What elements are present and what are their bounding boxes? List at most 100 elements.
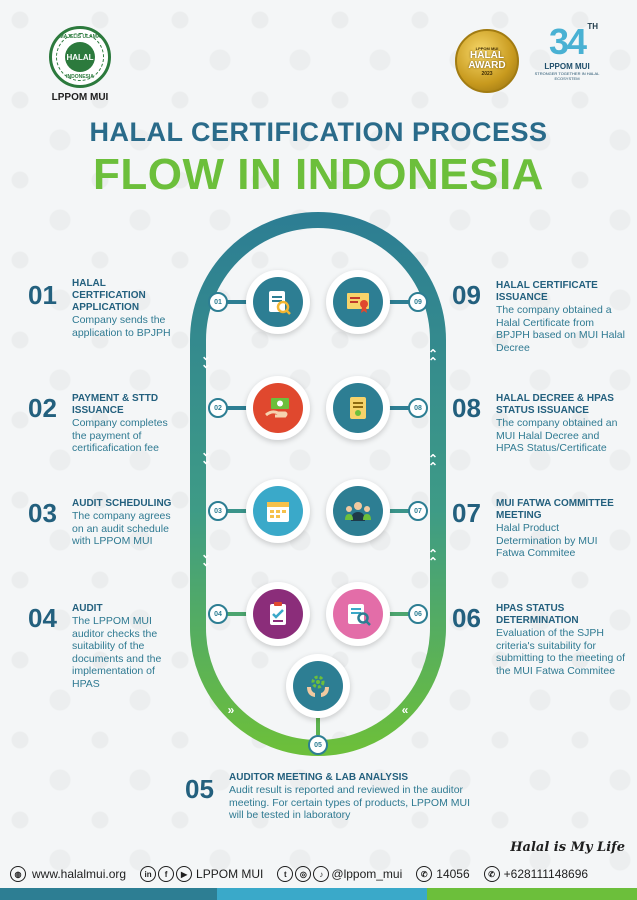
anniversary-logo: TH 34 LPPOM MUI STRONGER TOGETHER IN HAL…	[532, 21, 602, 82]
badge-07: 07	[408, 501, 428, 521]
badge-05: 05	[308, 735, 328, 755]
clipboard-check-icon	[253, 589, 303, 639]
step-heading: HPAS STATUS DETERMINATION	[496, 603, 579, 626]
step-03-node	[246, 479, 310, 543]
badge-03: 03	[208, 501, 228, 521]
step-description: Company completes the payment of certifi…	[72, 417, 168, 454]
step-description: Audit result is reported and reviewed in…	[229, 784, 471, 821]
step-04-node	[246, 582, 310, 646]
step-04-text: 04 AUDIT The LPPOM MUI auditor checks th…	[28, 603, 178, 690]
step-06-node	[326, 582, 390, 646]
website-link[interactable]: www.halalmui.org	[32, 867, 127, 881]
social-name[interactable]: LPPOM MUI	[196, 867, 264, 881]
whatsapp-number[interactable]: +628111148696	[503, 867, 589, 881]
document-search-icon	[333, 589, 383, 639]
step-08-text: 08 HALAL DECREE & HPAS STATUS ISSUANCE T…	[452, 393, 627, 455]
step-heading: PAYMENT & STTD ISSUANCE	[72, 393, 159, 416]
badge-09: 09	[408, 292, 428, 312]
step-description: The company obtained a Halal Certificate…	[496, 304, 625, 354]
chevron-up-icon: ⌃⌃	[427, 347, 439, 369]
step-number: 08	[452, 393, 481, 423]
chevron-down-icon: ⌄⌄	[200, 445, 212, 467]
step-heading: AUDIT	[72, 603, 103, 614]
mui-seal-icon: MAJELIS ULAMA HALAL INDONESIA	[49, 26, 111, 88]
badge-06: 06	[408, 604, 428, 624]
seal-arc-top: MAJELIS ULAMA	[59, 34, 101, 40]
anniversary-suffix: TH	[587, 22, 598, 31]
logo-caption: LPPOM MUI	[51, 92, 109, 103]
step-heading: HALAL CERTIFICATE ISSUANCE	[496, 280, 598, 303]
step-description: The company agrees on an audit schedule …	[72, 510, 171, 547]
badge-04: 04	[208, 604, 228, 624]
certificate-scroll-icon	[333, 383, 383, 433]
award-main: HALAL AWARD	[468, 49, 506, 71]
title-line-2: FLOW IN INDONESIA	[93, 150, 544, 199]
anniversary-number: 34	[548, 21, 587, 62]
step-06-text: 06 HPAS STATUS DETERMINATION Evaluation …	[452, 603, 627, 677]
title-line-1: HALAL CERTIFICATION PROCESS	[89, 117, 548, 147]
step-05-node	[286, 654, 350, 718]
anniversary-tagline: STRONGER TOGETHER IN HALAL ECOSYSTEM	[534, 71, 600, 81]
calendar-icon	[253, 486, 303, 536]
step-description: The LPPOM MUI auditor checks the suitabi…	[72, 615, 162, 690]
step-description: Evaluation of the SJPH criteria's suitab…	[496, 627, 625, 677]
step-01-node	[246, 270, 310, 334]
facebook-icon[interactable]: f	[158, 866, 175, 882]
chevron-down-icon: ⌄⌄	[200, 349, 212, 371]
anniversary-name: LPPOM MUI	[544, 62, 590, 71]
certificate-ribbon-icon	[333, 277, 383, 327]
chevron-down-icon: ⌄⌄	[200, 547, 212, 569]
step-01-text: 01 HALAL CERTFICATION APPLICATION Compan…	[28, 278, 178, 339]
award-year: 2023	[481, 70, 493, 77]
step-description: Halal Product Determination by MUI Fatwa…	[496, 522, 598, 559]
instagram-icon[interactable]: ◎	[295, 866, 312, 882]
seal-arc-bottom: INDONESIA	[66, 74, 94, 80]
chevron-diagonal-icon: «	[401, 703, 409, 717]
chevron-up-icon: ⌃⌃	[427, 547, 439, 569]
step-number: 04	[28, 603, 57, 633]
badge-02: 02	[208, 398, 228, 418]
phone-icon: ✆	[416, 866, 433, 882]
step-07-text: 07 MUI FATWA COMMITTEE MEETING Halal Pro…	[452, 498, 627, 560]
money-payment-icon	[253, 383, 303, 433]
step-number: 09	[452, 280, 481, 310]
tiktok-icon[interactable]: ♪	[313, 866, 330, 882]
award-top: LPPOM MUI	[475, 45, 499, 51]
step-description: The company obtained an MUI Halal Decree…	[496, 417, 618, 454]
youtube-icon[interactable]: ▶	[176, 866, 193, 882]
twitter-icon[interactable]: t	[277, 866, 294, 882]
chevron-diagonal-icon: »	[227, 703, 235, 717]
step-02-text: 02 PAYMENT & STTD ISSUANCE Company compl…	[28, 393, 178, 455]
phone-number[interactable]: 14056	[436, 867, 470, 881]
step-07-node	[326, 479, 390, 543]
step-number: 03	[28, 498, 57, 528]
whatsapp-icon: ✆	[483, 866, 500, 882]
step-heading: HALAL CERTFICATION APPLICATION	[72, 278, 146, 313]
globe-icon: ◍	[10, 866, 26, 882]
social-handle[interactable]: @lppom_mui	[331, 867, 403, 881]
step-05-text: 05 AUDITOR MEETING & LAB ANALYSIS Audit …	[185, 772, 485, 822]
step-09-text: 09 HALAL CERTIFICATE ISSUANCE The compan…	[452, 280, 627, 354]
document-magnifier-icon	[253, 277, 303, 327]
halal-award-badge: LPPOM MUI HALAL AWARD 2023	[455, 29, 519, 93]
committee-people-icon	[333, 486, 383, 536]
step-02-node	[246, 376, 310, 440]
step-description: Company sends the application to BPJPH	[72, 314, 171, 339]
step-heading: AUDIT SCHEDULING	[72, 498, 172, 509]
step-number: 06	[452, 603, 481, 633]
slogan: Halal is My Life	[510, 840, 625, 855]
footer-contacts: ◍ www.halalmui.org in f ▶ LPPOM MUI t ◎ …	[0, 860, 637, 888]
badge-01: 01	[208, 292, 228, 312]
badge-08: 08	[408, 398, 428, 418]
step-heading: HALAL DECREE & HPAS STATUS ISSUANCE	[496, 393, 614, 416]
step-heading: MUI FATWA COMMITTEE MEETING	[496, 498, 614, 521]
hands-gear-icon	[293, 661, 343, 711]
linkedin-icon[interactable]: in	[140, 866, 157, 882]
step-number: 07	[452, 498, 481, 528]
step-number: 01	[28, 280, 57, 310]
step-03-text: 03 AUDIT SCHEDULING The company agrees o…	[28, 498, 178, 548]
step-09-node	[326, 270, 390, 334]
mui-logo: MAJELIS ULAMA HALAL INDONESIA LPPOM MUI	[40, 26, 120, 103]
step-number: 02	[28, 393, 57, 423]
footer-color-bar	[0, 888, 637, 900]
